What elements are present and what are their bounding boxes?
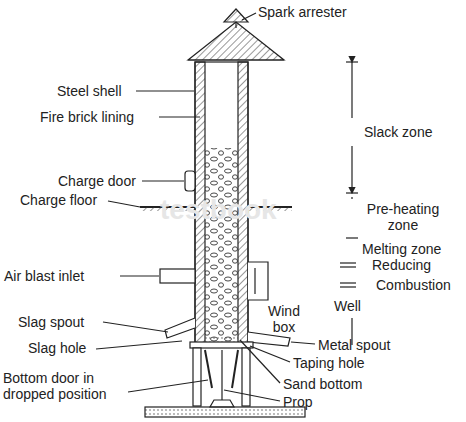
part-label: Spark arrester [258,4,347,20]
zone-label: Pre-heating zone [362,201,444,233]
zone-label: Melting zone [362,241,441,257]
part-label: Taping hole [293,355,365,371]
zone-label: Slack zone [364,124,432,140]
watermark: testbook [160,195,277,225]
part-label: Prop [283,394,313,410]
zone-label: Combustion [376,277,451,293]
part-label: Steel shell [57,83,122,99]
part-label: Wind box [262,303,306,335]
part-label: Air blast inlet [4,268,84,284]
part-label: Slag hole [28,340,86,356]
part-label: Charge floor [20,192,97,208]
part-label: Metal spout [318,337,390,353]
part-label: Fire brick lining [40,109,134,125]
part-label: Charge door [58,173,136,189]
part-label: Bottom door in dropped position [3,370,127,402]
part-label: Sand bottom [283,376,362,392]
zone-label: Reducing [372,257,431,273]
part-label: Slag spout [18,314,84,330]
zone-label: Well [334,298,361,314]
